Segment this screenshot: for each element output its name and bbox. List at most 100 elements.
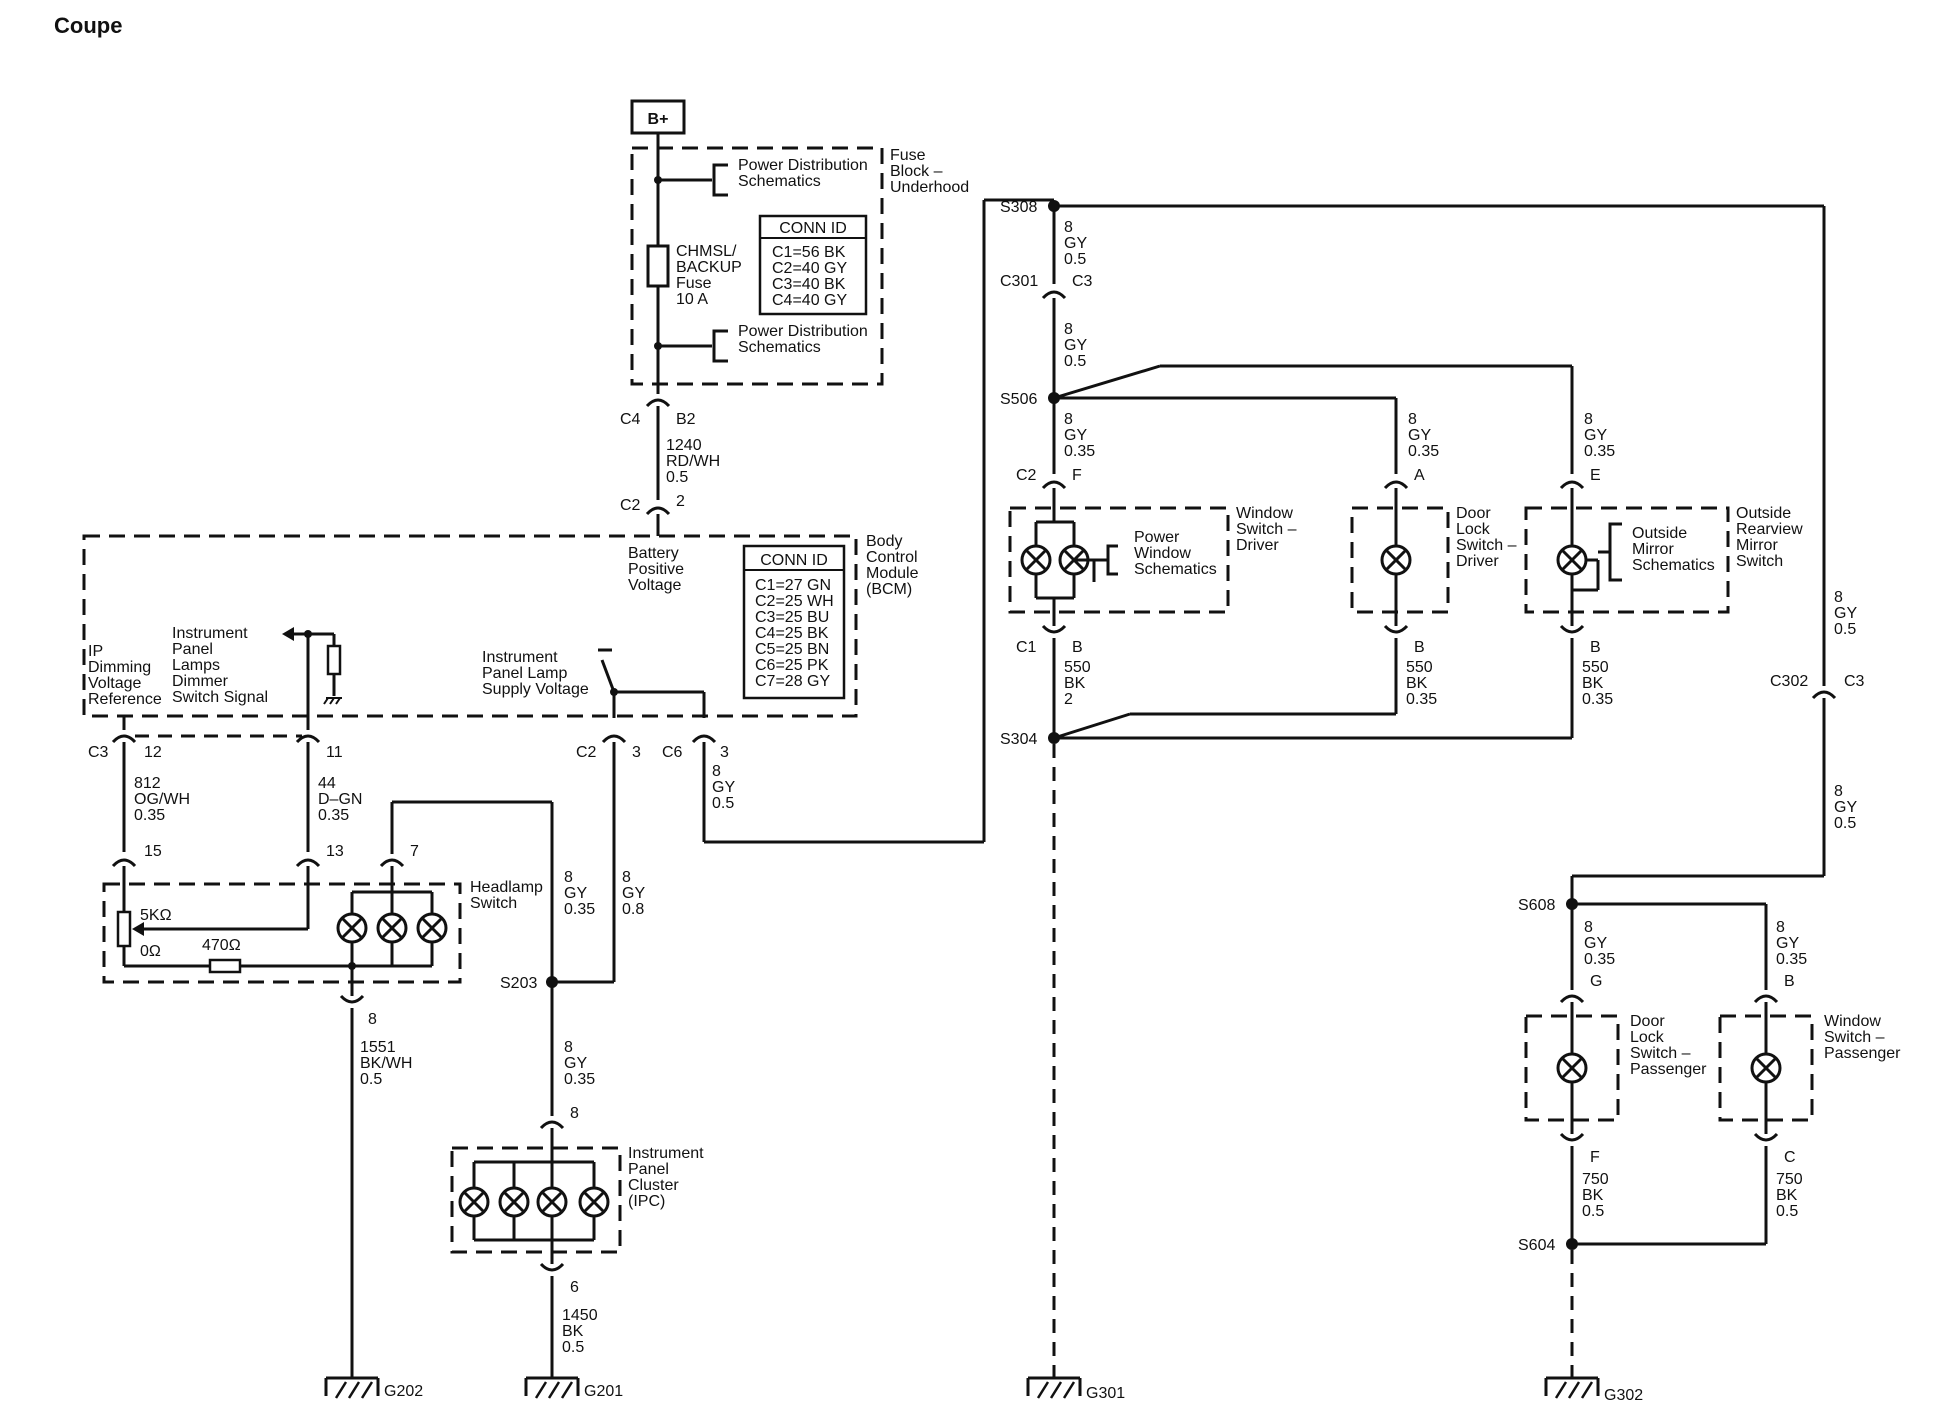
svg-text:Voltage: Voltage [88,675,141,692]
pin-b-om: B [1590,639,1601,656]
wire-1240-label: 1240 RD/WH 0.5 [666,437,720,486]
svg-text:44: 44 [318,775,336,792]
om-lamp [1556,544,1588,576]
wire-8-hs-label: 8 GY 0.35 [564,869,595,918]
svg-text:0.5: 0.5 [666,469,688,486]
svg-text:Power Distribution: Power Distribution [738,323,868,340]
ground-g301-icon [1026,1376,1082,1400]
svg-text:Schematics: Schematics [1632,557,1715,574]
svg-text:0.5: 0.5 [1834,621,1856,638]
svg-text:Reference: Reference [88,691,162,708]
ipc-label: Instrument Panel Cluster (IPC) [628,1145,704,1210]
fuse-label: CHMSL/ BACKUP Fuse 10 A [676,243,742,308]
wire-1450-label: 1450 BK 0.5 [562,1307,598,1356]
headlamp-lamp-3 [416,912,448,944]
svg-text:Panel Lamp: Panel Lamp [482,665,567,682]
svg-text:8: 8 [1584,919,1593,936]
svg-text:Fuse: Fuse [676,275,712,292]
svg-text:C2=25 WH: C2=25 WH [755,593,834,610]
svg-text:Switch –: Switch – [1630,1045,1691,1062]
svg-text:BK: BK [1582,675,1604,692]
pds-top-label: Power Distribution Schematics [738,157,868,190]
door-lock-passenger-label: Door Lock Switch – Passenger [1630,1013,1707,1078]
pin-b-ws: B [1072,639,1083,656]
bcm-supply-label: Instrument Panel Lamp Supply Voltage [482,649,589,698]
svg-text:C4=40 GY: C4=40 GY [772,292,847,309]
wire-8-dlp-label: 8 GY 0.35 [1584,919,1615,968]
pin-a: A [1414,467,1425,484]
svg-text:Fuse: Fuse [890,147,926,164]
wire-550-dl-label: 550 BK 0.35 [1406,659,1437,708]
svg-text:Lamps: Lamps [172,657,220,674]
splice-s604 [1566,1238,1578,1250]
svg-text:0.35: 0.35 [1584,951,1615,968]
svg-text:GY: GY [1834,605,1857,622]
pin-8-ipc: 8 [570,1105,579,1122]
svg-text:(IPC): (IPC) [628,1193,665,1210]
pin-8-hs: 8 [368,1011,377,1028]
window-switch-driver-outline [1008,506,1230,614]
svg-text:Positive: Positive [628,561,684,578]
splice-s304-label: S304 [1000,731,1037,748]
ipc-lamp-4 [578,1186,610,1218]
svg-text:RD/WH: RD/WH [666,453,720,470]
b-plus-source: B+ [630,99,686,135]
svg-text:(BCM): (BCM) [866,581,912,598]
svg-text:C5=25 BN: C5=25 BN [755,641,829,658]
wire-8-dl-label: 8 GY 0.35 [1408,411,1439,460]
dl-passenger-lamp [1556,1052,1588,1084]
b-plus-label: B+ [648,111,669,128]
svg-text:Supply Voltage: Supply Voltage [482,681,589,698]
svg-text:Instrument: Instrument [482,649,558,666]
svg-text:Voltage: Voltage [628,577,681,594]
connector-c2-ws: C2 [1016,467,1037,484]
svg-text:C7=28 GY: C7=28 GY [755,673,830,690]
svg-text:GY: GY [1408,427,1431,444]
svg-text:Dimming: Dimming [88,659,151,676]
svg-text:8: 8 [1776,919,1785,936]
svg-text:Schematics: Schematics [1134,561,1217,578]
svg-text:D–GN: D–GN [318,791,362,808]
ground-g201-label: G201 [584,1383,623,1400]
splice-s304 [1048,732,1060,744]
svg-text:Mirror: Mirror [1632,541,1674,558]
svg-text:Passenger: Passenger [1824,1045,1901,1062]
wire-44-label: 44 D–GN 0.35 [318,775,362,824]
svg-text:0.35: 0.35 [318,807,349,824]
svg-text:GY: GY [1064,427,1087,444]
connector-c302: C302 [1770,673,1808,690]
svg-text:8: 8 [1064,321,1073,338]
page-title: Coupe [54,13,122,38]
svg-text:C1=27 GN: C1=27 GN [755,577,831,594]
ground-g302-icon [1544,1376,1600,1400]
connector-c6: C6 [662,744,683,761]
svg-text:Control: Control [866,549,918,566]
door-lock-passenger-outline [1524,1014,1620,1122]
pin-b-dl: B [1414,639,1425,656]
pin-12: 12 [144,744,162,761]
svg-text:Door: Door [1456,505,1491,522]
svg-text:Driver: Driver [1236,537,1279,554]
svg-text:Underhood: Underhood [890,179,969,196]
bcm-dimmer-label: Instrument Panel Lamps Dimmer Switch Sig… [172,625,268,706]
svg-text:1450: 1450 [562,1307,598,1324]
door-lock-driver-label: Door Lock Switch – Driver [1456,505,1517,570]
pin-b2: B2 [676,411,696,428]
headlamp-switch-outline [102,882,462,984]
dl-driver-lamp [1380,544,1412,576]
bcm-ip-dimming-label: IP Dimming Voltage Reference [88,643,162,708]
ipc-lamp-1 [458,1186,490,1218]
svg-text:0.35: 0.35 [1584,443,1615,460]
window-switch-passenger-label: Window Switch – Passenger [1824,1013,1901,1062]
svg-text:Headlamp: Headlamp [470,879,543,896]
svg-text:Panel: Panel [172,641,213,658]
svg-text:Window: Window [1134,545,1191,562]
pin-c-wsp: C [1784,1149,1796,1166]
svg-text:CONN ID: CONN ID [779,220,847,237]
potentiometer [116,910,132,948]
svg-text:0.5: 0.5 [1834,815,1856,832]
bcm-outline [82,534,858,718]
svg-text:C1=56 BK: C1=56 BK [772,244,846,261]
pin-11: 11 [326,744,343,761]
svg-text:C3=40 BK: C3=40 BK [772,276,846,293]
